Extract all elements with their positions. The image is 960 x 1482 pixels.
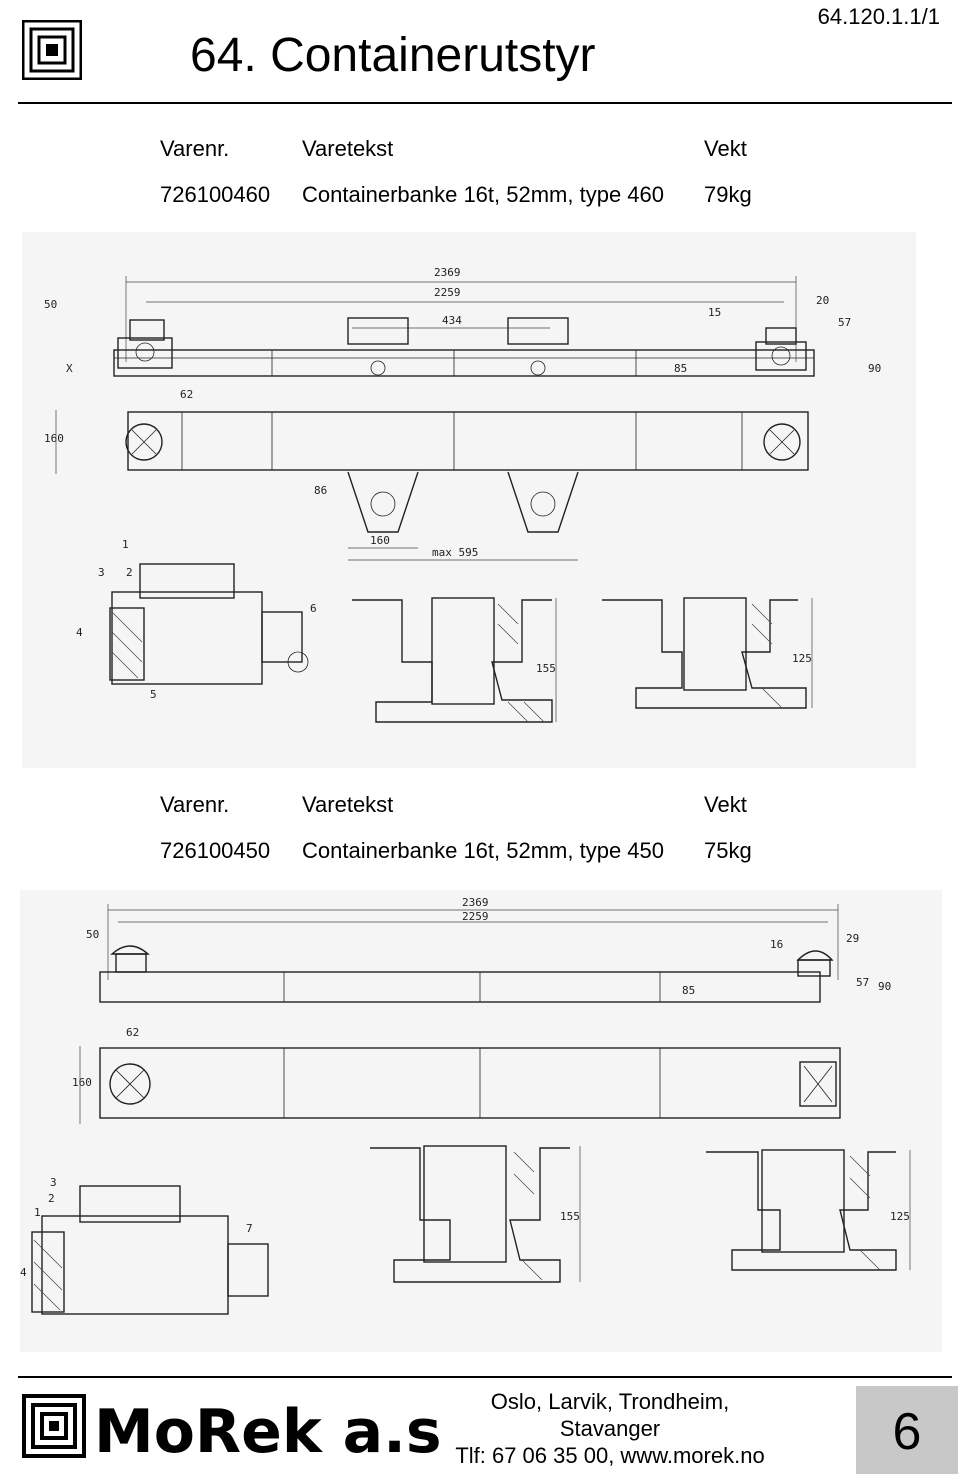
callout-x: X — [66, 362, 73, 375]
footer-contact: Tlf: 67 06 35 00, www.morek.no — [455, 1443, 765, 1468]
col-varenr-header: Varenr. — [160, 136, 230, 161]
product-2-varenr: 726100450 — [160, 838, 271, 863]
document-number: 64.120.1.1/1 — [817, 4, 940, 29]
dim2-57: 57 — [856, 976, 869, 989]
dim-85: 85 — [674, 362, 687, 375]
col-vekt-header: Vekt — [704, 136, 747, 161]
dim2-2369: 2369 — [462, 896, 489, 909]
product-1-varetekst: Containerbanke 16t, 52mm, type 460 — [302, 182, 665, 207]
dim-15: 15 — [708, 306, 721, 319]
dim2-160: 160 — [72, 1076, 92, 1089]
dim-57: 57 — [838, 316, 851, 329]
page-title: 64. Containerutstyr — [190, 29, 596, 82]
dim2-155: 155 — [560, 1210, 580, 1223]
callout2-4: 4 — [20, 1266, 27, 1279]
callout-1: 1 — [122, 538, 129, 551]
footer-logo-icon — [22, 1394, 86, 1458]
dim-62: 62 — [180, 388, 193, 401]
dim-86: 86 — [314, 484, 327, 497]
dim2-29: 29 — [846, 932, 859, 945]
dim-90: 90 — [868, 362, 881, 375]
col-varetekst-header: Varetekst — [302, 136, 394, 161]
callout2-7: 7 — [246, 1222, 253, 1235]
footer-cities-line2: Stavanger — [559, 1416, 661, 1441]
dim2-16: 16 — [770, 938, 783, 951]
col-vekt-header-2: Vekt — [704, 792, 747, 817]
callout-5: 5 — [150, 688, 157, 701]
callout-6: 6 — [310, 602, 317, 615]
product-2-varetekst: Containerbanke 16t, 52mm, type 450 — [302, 838, 665, 863]
product-1-vekt: 79kg — [704, 182, 752, 207]
brand-wordmark: MoRek a.s — [94, 1397, 442, 1467]
dim-20: 20 — [816, 294, 829, 307]
callout-2: 2 — [126, 566, 133, 579]
dim-max-595: max 595 — [432, 546, 478, 559]
company-logo-icon — [22, 20, 82, 80]
callout-3: 3 — [98, 566, 105, 579]
header-divider — [18, 102, 952, 104]
product-1-varenr: 726100460 — [160, 182, 271, 207]
col-varenr-header-2: Varenr. — [160, 792, 230, 817]
dim2-50: 50 — [86, 928, 99, 941]
dim-2369: 2369 — [434, 266, 461, 279]
dim-2259: 2259 — [434, 286, 461, 299]
dim-155: 155 — [536, 662, 556, 675]
footer-cities-line1: Oslo, Larvik, Trondheim, — [490, 1389, 730, 1414]
page-number: 6 — [892, 1403, 922, 1461]
callout2-1: 1 — [34, 1206, 41, 1219]
footer-divider — [18, 1376, 952, 1378]
dim2-125: 125 — [890, 1210, 910, 1223]
dim2-2259: 2259 — [462, 910, 489, 923]
dim-50: 50 — [44, 298, 57, 311]
col-varetekst-header-2: Varetekst — [302, 792, 394, 817]
product-1-technical-drawing: 2369 2259 434 50 15 20 57 85 90 X 62 160 — [22, 232, 916, 768]
dim-125: 125 — [792, 652, 812, 665]
dim-160-b: 160 — [370, 534, 390, 547]
page-number-box — [856, 1386, 958, 1474]
dim-160: 160 — [44, 432, 64, 445]
dim-434: 434 — [442, 314, 462, 327]
dim2-90: 90 — [878, 980, 891, 993]
product-2-vekt: 75kg — [704, 838, 752, 863]
product-2-technical-drawing: 2369 2259 50 16 29 57 85 90 62 160 — [20, 890, 942, 1352]
dim2-85: 85 — [682, 984, 695, 997]
dim2-62: 62 — [126, 1026, 139, 1039]
callout2-2: 2 — [48, 1192, 55, 1205]
callout2-3: 3 — [50, 1176, 57, 1189]
callout-4: 4 — [76, 626, 83, 639]
